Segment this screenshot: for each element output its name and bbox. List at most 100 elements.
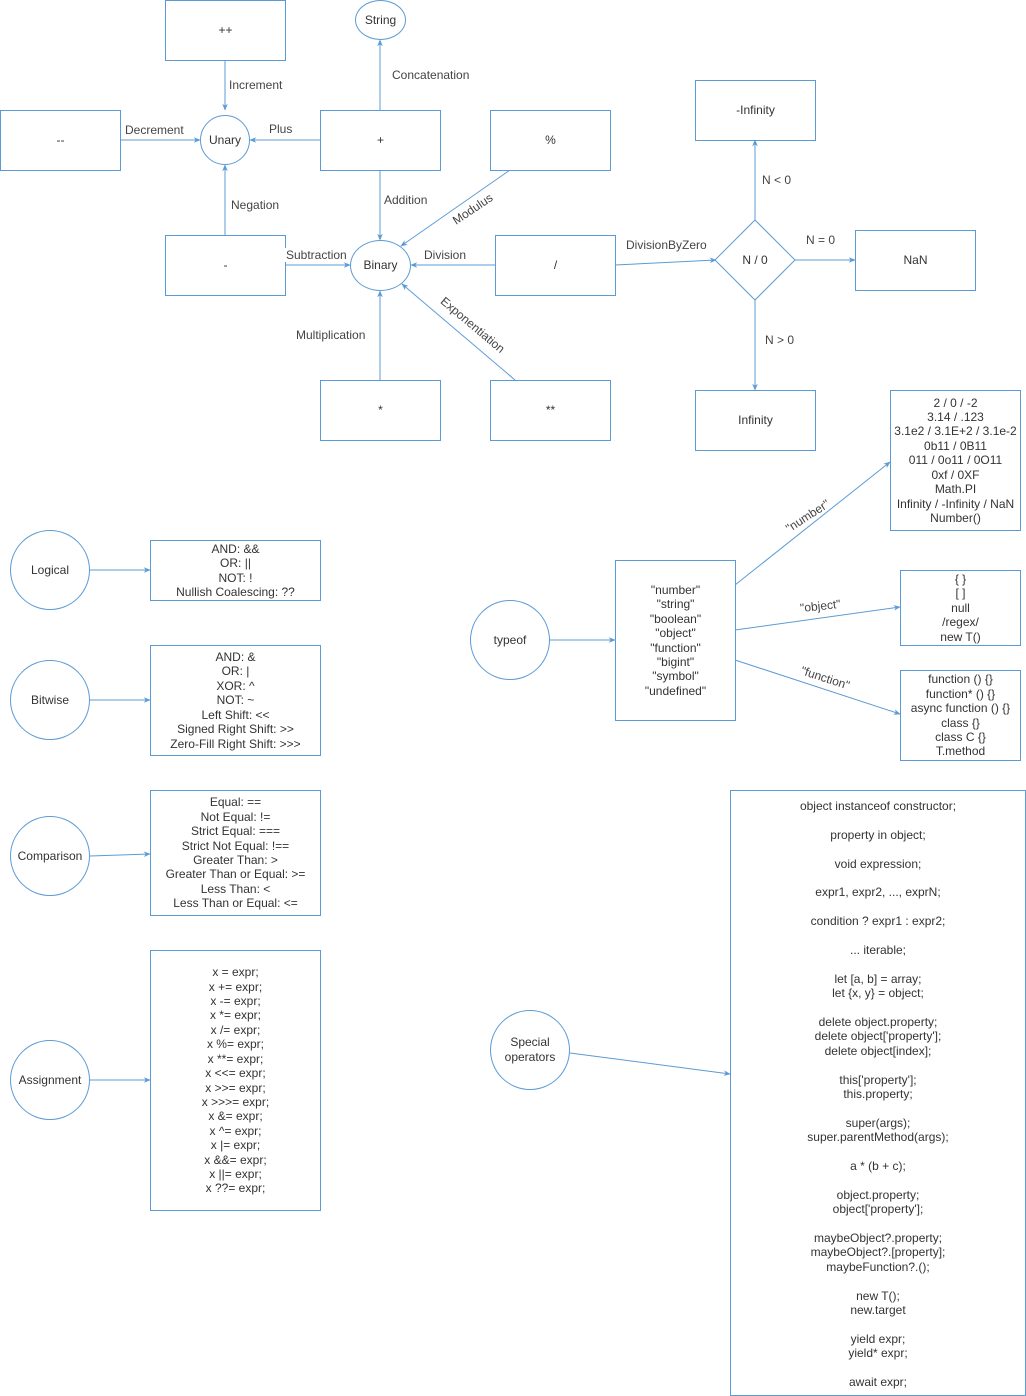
logical-operator-item: NOT: !	[218, 570, 253, 585]
number-example-item: 0xf / 0XF	[931, 467, 980, 482]
special-operator-line: object['property'];	[832, 1202, 924, 1217]
n-greater-than-zero-label: N > 0	[764, 333, 796, 347]
assignment-node: Assignment	[10, 1040, 90, 1120]
special-operator-line: super(args);	[845, 1115, 911, 1130]
assignment-operator-list: x = expr;x += expr;x -= expr;x *= expr;x…	[202, 965, 269, 1196]
special-operator-line: condition ? expr1 : expr2;	[810, 914, 946, 929]
special-operator-line: yield* expr;	[848, 1346, 908, 1361]
special-operator-line	[800, 1145, 956, 1159]
special-operator-line	[800, 1101, 956, 1115]
special-operator-line: ... iterable;	[849, 942, 907, 957]
object-example-item: /regex/	[942, 615, 979, 630]
plus-operator-box: +	[320, 110, 441, 171]
comparison-operator-item: Greater Than: >	[193, 853, 278, 867]
special-operator-line: maybeFunction?.();	[826, 1259, 930, 1274]
function-example-item: T.method	[935, 744, 986, 759]
comparison-operator-item: Equal: ==	[209, 795, 262, 810]
special-edge	[569, 1052, 731, 1076]
special-operator-line: let [a, b] = array;	[834, 971, 922, 986]
comparison-operators-box: Equal: ==Not Equal: !=Strict Equal: ===S…	[150, 790, 321, 916]
unary-node: Unary	[200, 115, 250, 165]
division-by-zero-decision-shape	[714, 219, 796, 301]
special-operator-line	[800, 1173, 956, 1187]
bitwise-operator-list: AND: &OR: |XOR: ^NOT: ~Left Shift: <<Sig…	[170, 650, 300, 751]
modulus-edge	[400, 169, 511, 247]
number-example-item: 2 / 0 / -2	[933, 395, 978, 410]
division-by-zero-edge	[614, 257, 717, 266]
special-operator-line	[800, 1217, 956, 1231]
special-operator-line: void expression;	[834, 856, 922, 871]
special-operator-line: maybeObject?.[property];	[810, 1245, 946, 1260]
assignment-operator-item: x -= expr;	[210, 994, 261, 1009]
nan-box: NaN	[855, 230, 976, 291]
typeof-results-box: "number""string""boolean""object""functi…	[615, 560, 736, 721]
special-operator-line	[800, 900, 956, 914]
modulus-operator-box: %	[490, 110, 611, 171]
negation-label: Negation	[230, 198, 281, 212]
comparison-operator-item: Strict Not Equal: !==	[181, 838, 290, 853]
logical-operators-box: AND: &&OR: ||NOT: !Nullish Coalescing: ?…	[150, 540, 321, 601]
special-operator-line: delete object['property'];	[814, 1029, 942, 1044]
special-operator-line: expr1, expr2, ..., exprN;	[815, 885, 941, 900]
division-by-zero-label: DivisionByZero	[625, 238, 708, 252]
object-edge	[734, 605, 901, 631]
special-operator-line: object instanceof constructor;	[799, 799, 957, 813]
special-operator-line	[800, 871, 956, 885]
function-example-item: class {}	[941, 715, 980, 730]
number-example-item: 0b11 / 0B11	[924, 438, 987, 453]
logical-operator-item: AND: &&	[211, 541, 260, 556]
comparison-operator-list: Equal: ==Not Equal: !=Strict Equal: ===S…	[166, 795, 306, 910]
typeof-result-item: "number"	[650, 582, 701, 597]
typeof-result-item: "boolean"	[649, 611, 702, 626]
function-examples-box: function () {}function* () {}async funct…	[900, 670, 1021, 761]
bitwise-operator-item: AND: &	[215, 650, 256, 665]
typeof-result-item: "function"	[650, 640, 701, 655]
assignment-operator-item: x %= expr;	[206, 1037, 264, 1052]
special-operator-line: yield expr;	[850, 1331, 906, 1346]
assignment-operator-item: x = expr;	[212, 965, 259, 980]
assignment-operator-item: x *= expr;	[209, 1008, 261, 1023]
special-operators-box: object instanceof constructor;property i…	[730, 790, 1026, 1396]
special-operator-line	[800, 1317, 956, 1331]
object-examples-box: { }[ ]null/regex/new T()	[900, 570, 1021, 646]
typeof-result-item: "object"	[655, 626, 696, 641]
assignment-operator-item: x >>= expr;	[205, 1080, 266, 1095]
bitwise-node: Bitwise	[10, 660, 90, 740]
function-example-item: function () {}	[928, 672, 993, 687]
special-operator-line: this['property'];	[839, 1072, 917, 1087]
multiplication-operator-box: *	[320, 380, 441, 441]
exponentiation-edge	[401, 283, 516, 381]
special-operator-line: maybeObject?.property;	[813, 1231, 943, 1245]
special-operator-line: new.target	[850, 1303, 906, 1318]
comparison-operator-item: Less Than or Equal: <=	[173, 896, 298, 911]
logical-operator-item: Nullish Coalescing: ??	[176, 584, 295, 599]
bitwise-operator-item: NOT: ~	[216, 693, 255, 708]
typeof-result-item: "symbol"	[652, 669, 699, 684]
plus-label: Plus	[268, 122, 294, 136]
number-example-item: 3.14 / .123	[927, 410, 984, 425]
special-operator-line	[800, 1001, 956, 1015]
comparison-operator-item: Not Equal: !=	[200, 809, 271, 824]
assignment-operator-item: x /= expr;	[210, 1022, 261, 1037]
assignment-operator-item: x |= expr;	[210, 1138, 261, 1153]
special-operator-line: let {x, y} = object;	[832, 986, 924, 1001]
special-operator-line: delete object.property;	[818, 1014, 938, 1029]
comparison-operator-item: Strict Equal: ===	[190, 824, 281, 839]
special-operator-line: a * (b + c);	[850, 1159, 906, 1173]
special-operator-line: object.property;	[836, 1187, 920, 1202]
bitwise-operator-item: XOR: ^	[216, 678, 255, 693]
typeof-result-item: "bigint"	[656, 654, 695, 669]
special-operator-list: object instanceof constructor;property i…	[800, 799, 956, 1389]
comparison-node: Comparison	[10, 816, 90, 896]
decrement-label: Decrement	[124, 123, 185, 137]
division-by-zero-decision: N / 0	[742, 252, 768, 267]
comparison-operator-item: Less Than: <	[200, 881, 271, 896]
assignment-operator-item: x <<= expr;	[205, 1066, 266, 1081]
concatenation-label: Concatenation	[391, 68, 471, 82]
number-example-item: 3.1e2 / 3.1E+2 / 3.1e-2	[894, 424, 1017, 439]
function-edge	[734, 659, 901, 715]
assignment-operator-item: x **= expr;	[207, 1051, 264, 1066]
